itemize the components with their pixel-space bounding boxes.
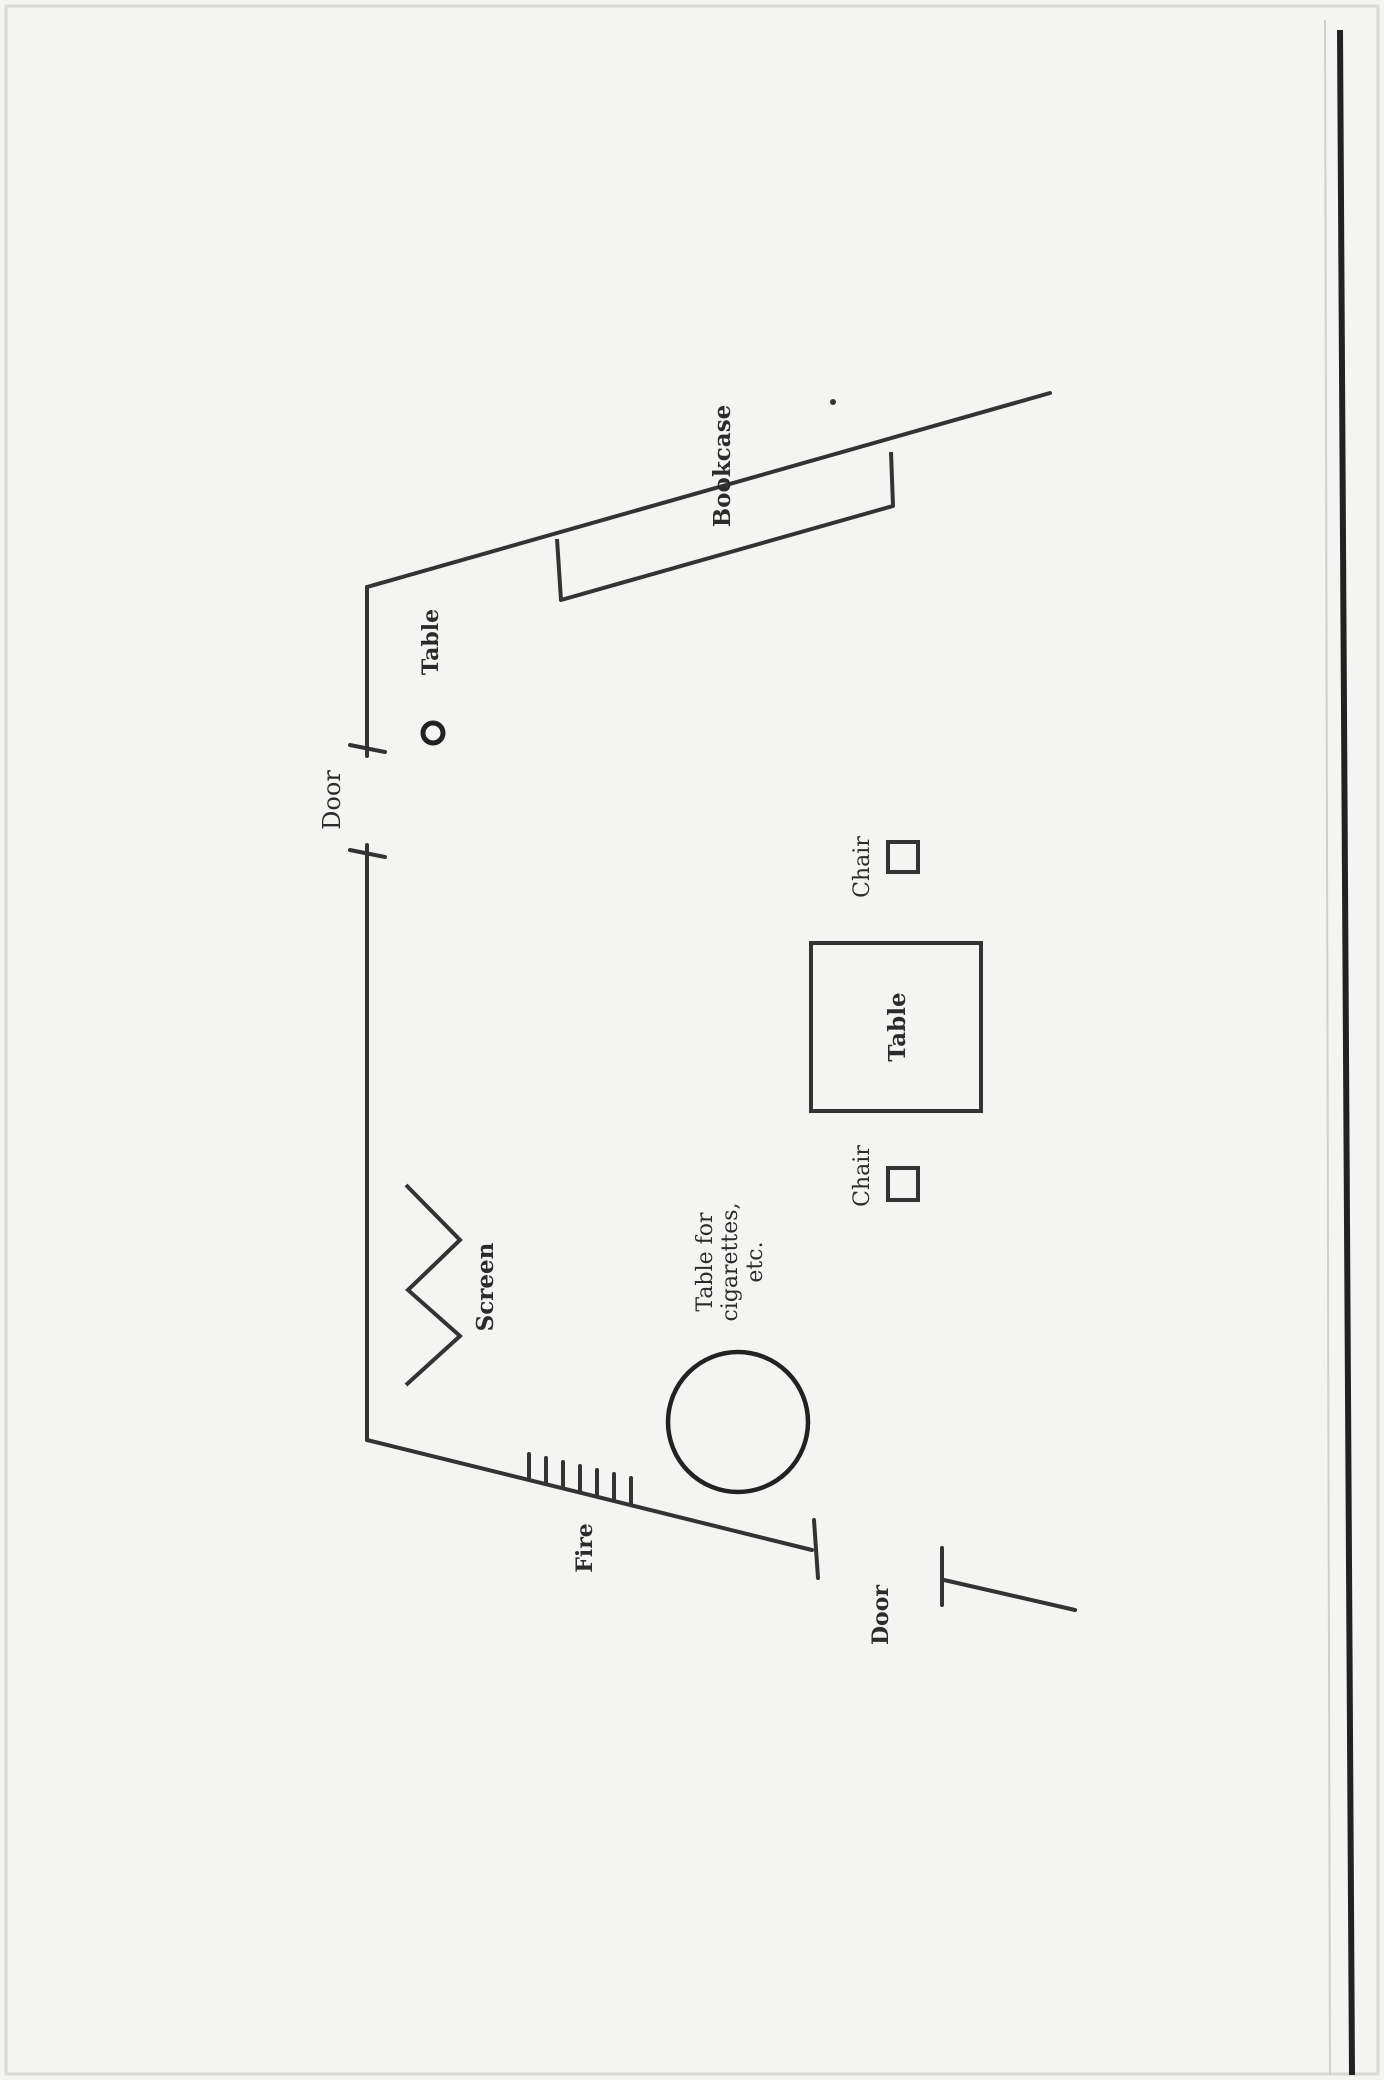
label-cig-table-line1: Table for	[693, 1212, 718, 1312]
bookcase-shape	[555, 451, 895, 602]
label-bookcase: Bookcase	[709, 405, 736, 528]
screen-shape	[404, 1183, 463, 1387]
label-door-bottom: Door	[868, 1585, 894, 1645]
label-chair-bottom: Chair	[850, 1145, 875, 1207]
upstage-right-wall	[365, 391, 1052, 589]
label-cig-table-line3: etc.	[743, 1241, 768, 1282]
page-binding-shadow	[1324, 19, 1331, 2076]
label-center-table: Table	[884, 992, 911, 1061]
left-diagonal-wall	[365, 1438, 814, 1552]
label-cig-table-line2: cigarettes,	[718, 1202, 743, 1321]
label-fire: Fire	[572, 1523, 598, 1573]
door-top	[348, 743, 387, 859]
label-chair-top: Chair	[850, 836, 875, 898]
door-top-jamb-a	[348, 743, 387, 754]
downstage-wall	[942, 1578, 1077, 1612]
ink-speck	[830, 399, 836, 405]
room-walls	[365, 391, 1077, 1612]
door-bottom-jamb-a	[812, 1518, 820, 1580]
page-binding-edge	[1337, 29, 1355, 2076]
label-screen: Screen	[472, 1242, 499, 1331]
fire-grate	[527, 1452, 633, 1506]
door-top-jamb-b	[348, 848, 387, 859]
cigarette-table	[665, 1349, 811, 1495]
small-table-icon	[420, 720, 446, 746]
chair-bottom	[886, 1166, 920, 1202]
label-small-table: Table	[418, 609, 444, 675]
label-door-top: Door	[318, 770, 346, 830]
door-bottom	[812, 1518, 944, 1607]
center-table	[809, 941, 983, 1113]
page-outer-border	[4, 4, 1380, 2076]
chair-top	[886, 840, 920, 874]
